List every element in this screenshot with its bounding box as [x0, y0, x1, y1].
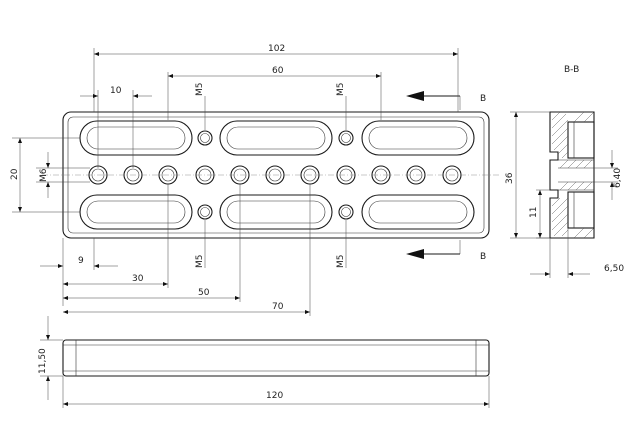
dim-11-50: 11,50 — [38, 316, 63, 400]
section-outline — [549, 111, 595, 239]
section-arrow-bottom-label: B — [480, 252, 486, 262]
dim-36: 36 — [505, 111, 550, 239]
dim-m6: M6 — [36, 152, 90, 198]
dim-10-label: 10 — [110, 86, 122, 96]
dim-20-label: 20 — [10, 168, 20, 180]
dim-9: 9 — [40, 238, 118, 306]
dim-6-40: 6,40 — [594, 150, 623, 200]
dim-60: 60 — [167, 66, 382, 120]
section-arrow-top-label: B — [480, 94, 486, 104]
dim-6-50-label: 6,50 — [604, 264, 624, 274]
slots-top-row — [79, 120, 475, 156]
dim-60-label: 60 — [272, 66, 284, 76]
dim-50: 50 — [63, 184, 241, 302]
section-hatching — [551, 111, 595, 239]
dim-102: 102 — [93, 44, 459, 112]
slots-bottom-row — [79, 194, 475, 230]
dim-11-50-label: 11,50 — [38, 348, 48, 374]
dim-30: 30 — [63, 184, 169, 288]
dim-50-label: 50 — [198, 288, 210, 298]
m5-bottom-left-label: M5 — [195, 255, 205, 269]
section-arrows: B B — [406, 91, 486, 262]
dim-10: 10 — [80, 86, 152, 168]
side-outline — [62, 339, 490, 377]
plate-outline — [62, 111, 490, 239]
dim-9-label: 9 — [78, 256, 84, 266]
side-view: 11,50 120 — [38, 316, 490, 408]
dim-6-50: 6,50 — [530, 228, 624, 278]
m6-label: M6 — [39, 168, 49, 182]
dim-11: 11 — [529, 189, 550, 239]
dim-120: 120 — [62, 376, 490, 408]
dim-20: 20 — [10, 137, 80, 213]
dim-36-label: 36 — [505, 172, 515, 184]
dim-6-40-label: 6,40 — [613, 168, 623, 188]
m5-bottom-right-label: M5 — [336, 255, 346, 269]
section-title: B-B — [564, 65, 579, 75]
dim-30-label: 30 — [132, 274, 144, 284]
top-view: B B 102 60 10 M5 — [10, 44, 500, 316]
dim-102-label: 102 — [268, 44, 285, 54]
m5-top-left-label: M5 — [195, 83, 205, 97]
dim-120-label: 120 — [266, 391, 283, 401]
dim-70: 70 — [63, 184, 311, 316]
dim-11-label: 11 — [529, 207, 539, 218]
dim-70-label: 70 — [272, 302, 284, 312]
section-view: B-B 36 11 — [505, 65, 624, 278]
m5-top-right-label: M5 — [336, 83, 346, 97]
m5-holes — [197, 130, 354, 220]
